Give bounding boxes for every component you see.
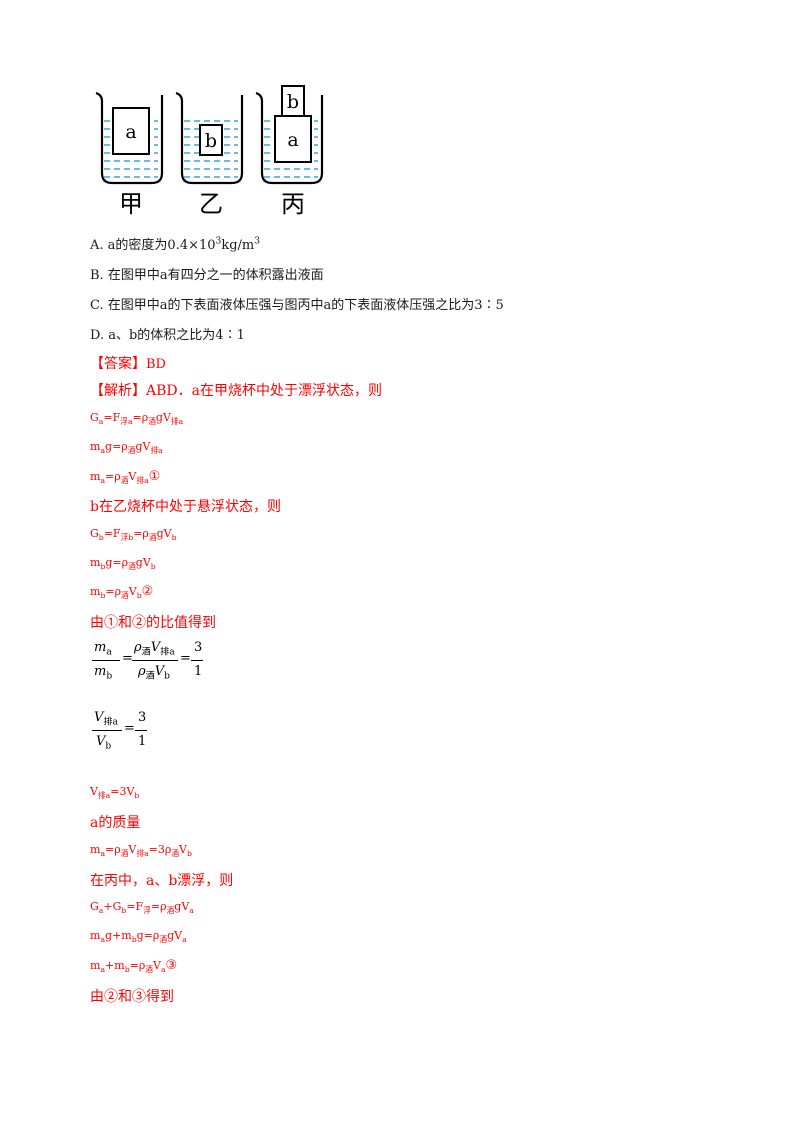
option-a-prefix: A. <box>90 238 104 253</box>
answer-line: 【答案】BD <box>90 353 166 373</box>
fraction-equation-2: V排a Vb = 3 1 <box>92 710 147 752</box>
mass-intro: a的质量 <box>90 815 141 831</box>
beaker-jia: a <box>95 91 164 185</box>
fraction-equation-1: ma mb = ρ酒V排a ρ酒Vb = 3 1 <box>92 640 203 682</box>
answer-label: 【答案】 <box>90 356 146 372</box>
caption-yi: 乙 <box>199 190 223 218</box>
eq-line-5: mbg=ρ酒gVb <box>90 556 156 572</box>
option-a-unit-sup: 3 <box>254 236 261 247</box>
eq-line-2: mag=ρ酒gV排a <box>90 440 163 456</box>
block-b-yi <box>199 124 223 156</box>
option-a-text: a的密度为0.4×10 <box>107 238 216 253</box>
eq-line-9: Ga+Gb=F浮=ρ酒gVa <box>90 900 194 916</box>
c-intro: 在丙中，a、b漂浮，则 <box>90 873 234 889</box>
block-b-yi-label: b <box>205 130 217 152</box>
final-intro: 由②和③得到 <box>90 989 174 1005</box>
caption-bing: 丙 <box>281 190 305 218</box>
option-c: C. 在图甲中a的下表面液体压强与图丙中a的下表面液体压强之比为3∶5 <box>90 294 504 313</box>
option-b-text: 在图甲中a有四分之一的体积露出液面 <box>107 268 324 283</box>
option-a-unit: kg/m <box>221 238 255 253</box>
option-d-text: a、b的体积之比为4∶1 <box>108 328 245 343</box>
beaker-bing: b a <box>255 85 324 185</box>
eq-line-11: ma+mb=ρ酒Va③ <box>90 958 178 975</box>
option-b: B. 在图甲中a有四分之一的体积露出液面 <box>90 264 324 283</box>
block-a-jia <box>112 107 150 155</box>
option-d-prefix: D. <box>90 328 105 343</box>
eq-line-4: Gb=F浮b=ρ酒gVb <box>90 527 177 543</box>
caption-jia: 甲 <box>119 190 143 218</box>
option-a-sup: 3 <box>215 236 222 247</box>
block-a-jia-label: a <box>125 121 136 143</box>
b-intro: b在乙烧杯中处于悬浮状态，则 <box>90 499 281 515</box>
eq-line-3: ma=ρ酒V排a① <box>90 469 161 486</box>
option-b-prefix: B. <box>90 268 104 283</box>
option-d: D. a、b的体积之比为4∶1 <box>90 324 245 343</box>
option-c-prefix: C. <box>90 298 104 313</box>
analysis-intro-text: ABD．a在甲烧杯中处于漂浮状态，则 <box>146 383 382 399</box>
answer-value: BD <box>146 357 166 372</box>
eq-line-8: ma=ρ酒V排a=3ρ酒Vb <box>90 843 192 859</box>
option-c-text: 在图甲中a的下表面液体压强与图丙中a的下表面液体压强之比为3∶5 <box>107 298 504 313</box>
block-a-bing-label: a <box>287 129 298 151</box>
eq-line-1: Ga=F浮a=ρ酒gV排a <box>90 411 184 427</box>
option-a: A. a的密度为0.4×103kg/m3 <box>90 234 260 253</box>
ratio-intro: 由①和②的比值得到 <box>90 615 216 631</box>
beaker-yi: b <box>175 91 244 185</box>
beakers-figure: a b b a <box>95 85 324 218</box>
eq-line-10: mag+mbg=ρ酒gVa <box>90 929 187 945</box>
block-b-bing-label: b <box>287 91 299 113</box>
block-a-bing <box>274 115 312 163</box>
analysis-intro: 【解析】ABD．a在甲烧杯中处于漂浮状态，则 <box>90 380 382 400</box>
eq-line-6: mb=ρ酒Vb② <box>90 584 154 601</box>
eq-line-7: V排a=3Vb <box>90 785 140 801</box>
analysis-label: 【解析】 <box>90 383 146 399</box>
